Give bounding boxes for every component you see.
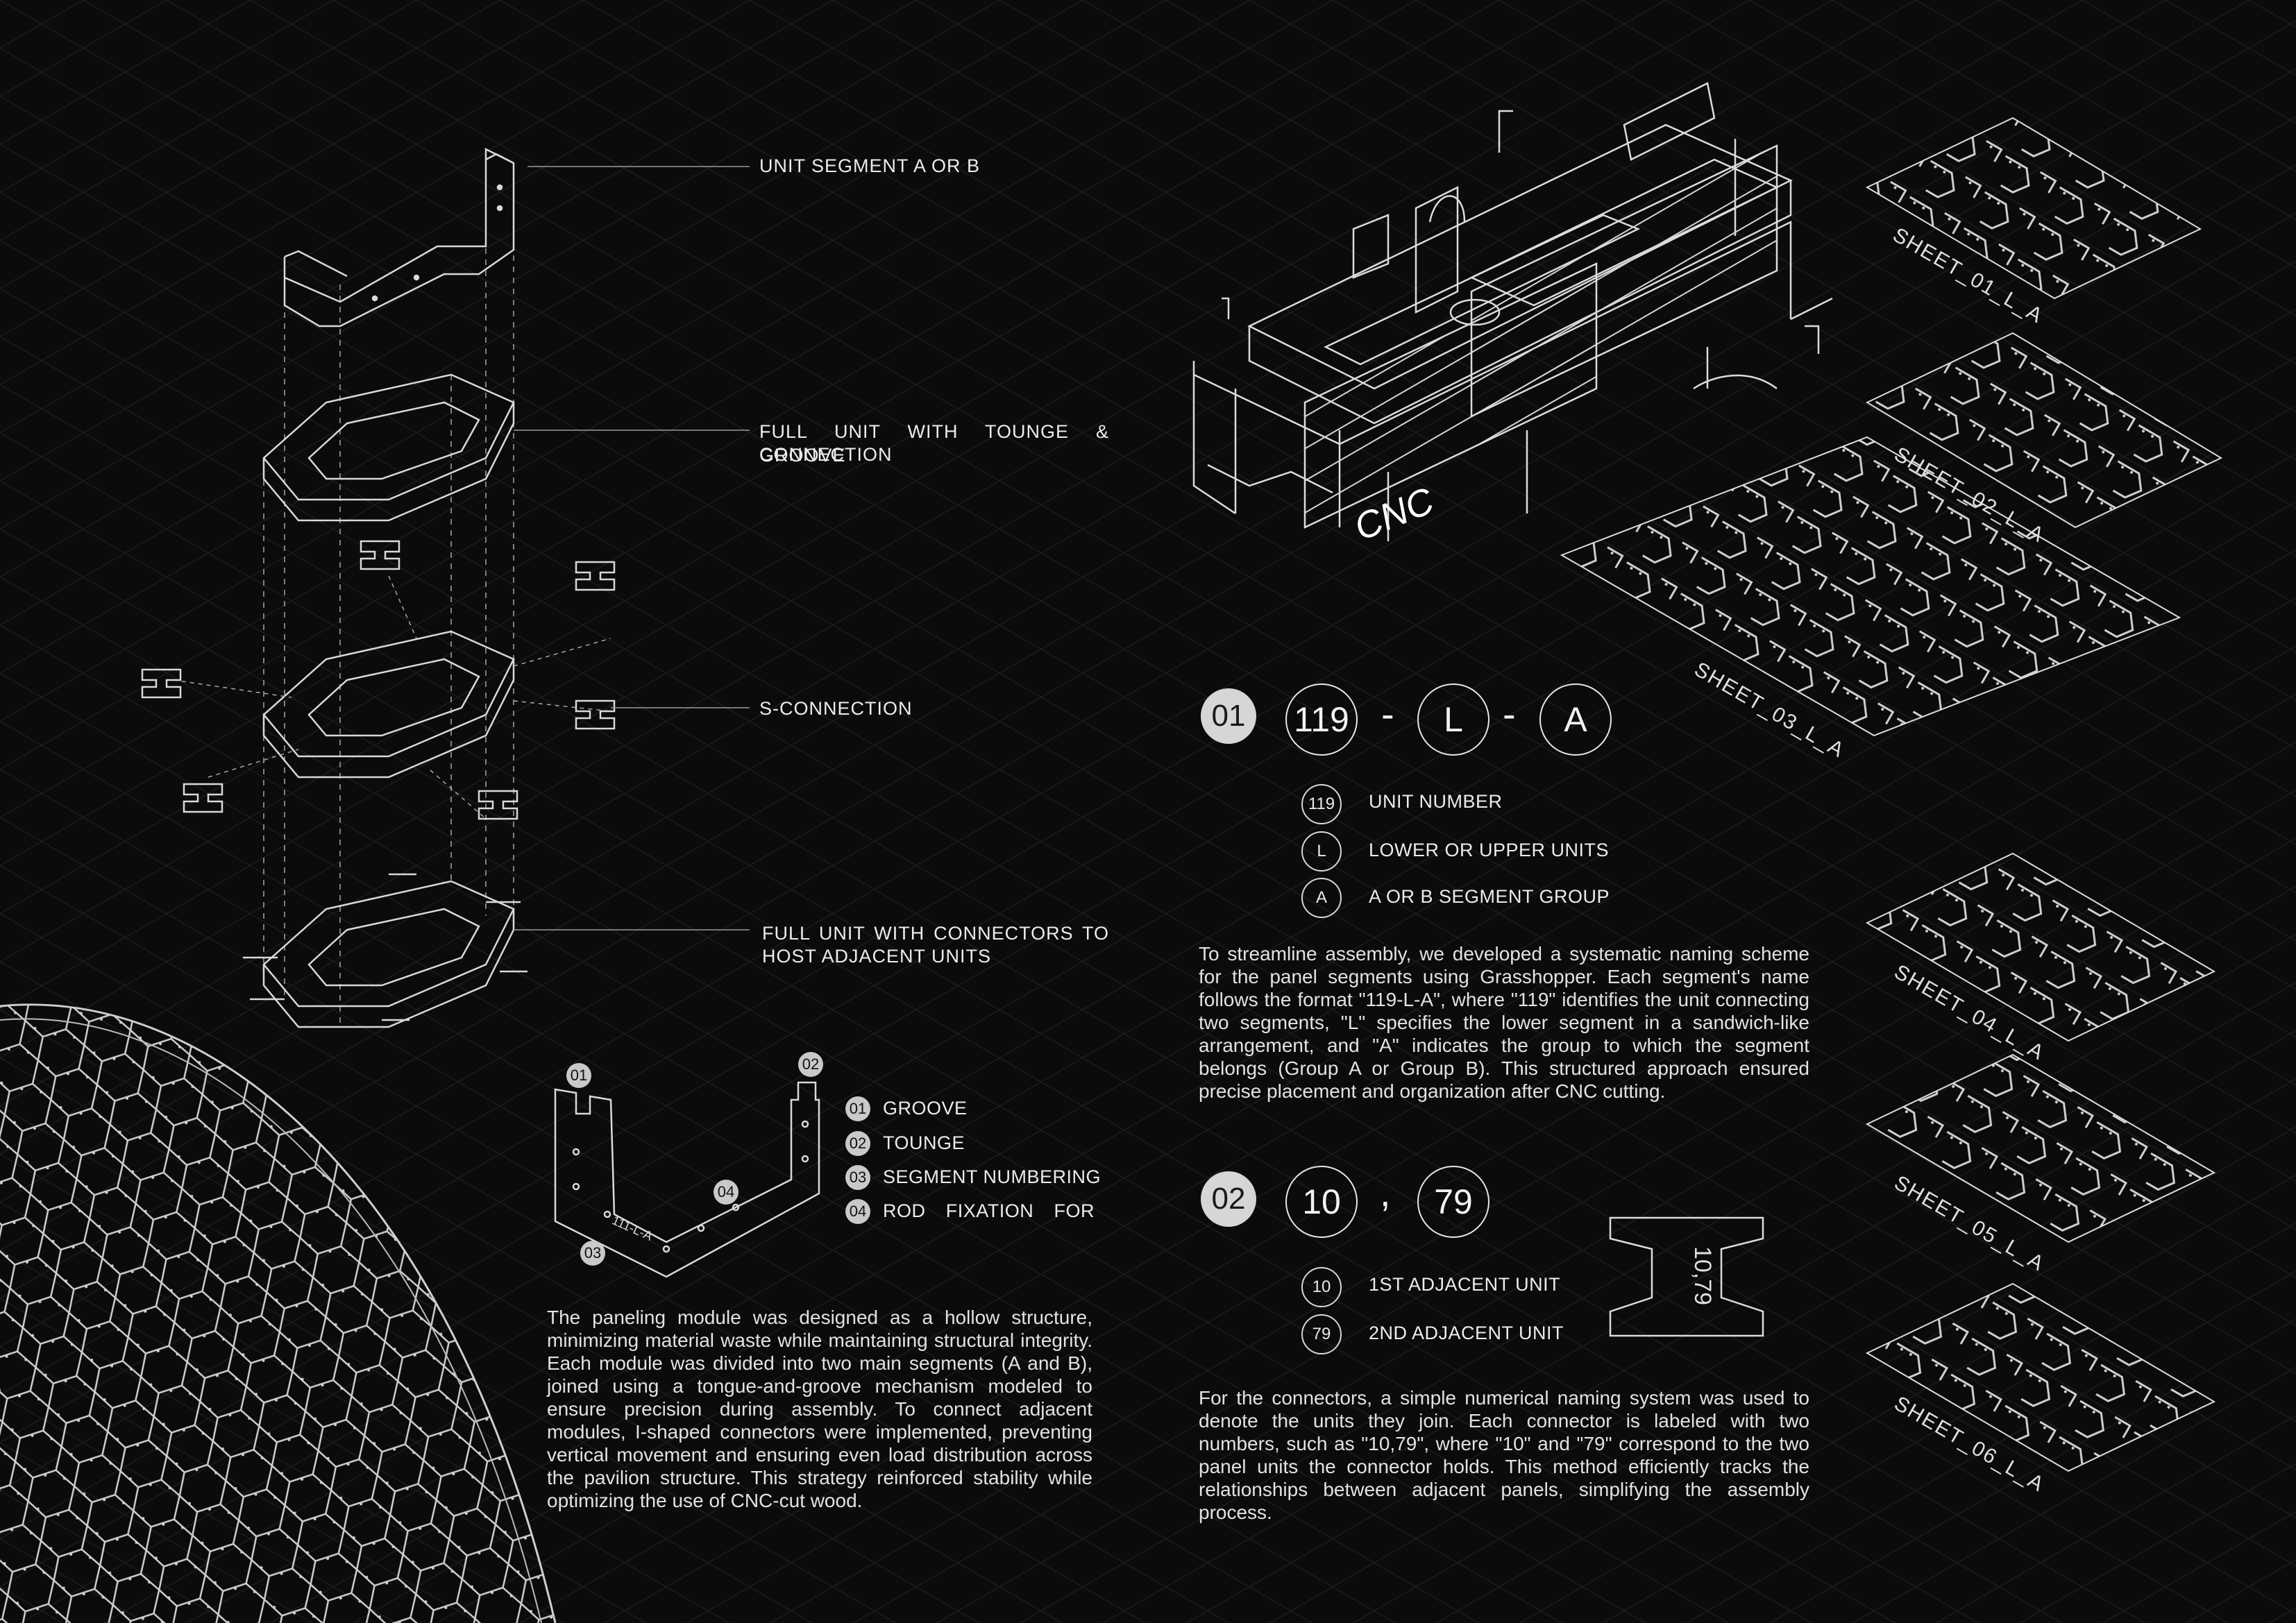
connector-label: 10,79 bbox=[1689, 1246, 1716, 1306]
step-badge-02: 02 bbox=[1201, 1171, 1256, 1227]
part-first-unit: 10 bbox=[1285, 1166, 1358, 1238]
callout-full-unit-connectors-line2: HOST ADJACENT UNITS bbox=[762, 946, 992, 967]
part-segment-group: A bbox=[1539, 683, 1612, 756]
cnc-sheets bbox=[1560, 117, 2223, 1472]
callout-unit-segment: UNIT SEGMENT A OR B bbox=[759, 155, 981, 176]
legend-first-adjacent: 1ST ADJACENT UNIT bbox=[1369, 1274, 1561, 1295]
naming-02-paragraph: For the connectors, a simple numerical n… bbox=[1199, 1387, 1809, 1523]
callout-s-connection: S-CONNECTION bbox=[759, 698, 913, 719]
legend-sym-79: 79 bbox=[1301, 1314, 1342, 1354]
callout-full-unit-connectors-line1: FULL UNIT WITH CONNECTORS TO bbox=[762, 923, 1109, 944]
legend-label-tongue: TOUNGE bbox=[883, 1132, 965, 1153]
legend-unit-number: UNIT NUMBER bbox=[1369, 791, 1503, 812]
legend-segment-group: A OR B SEGMENT GROUP bbox=[1369, 886, 1610, 907]
detail-badge-03: 03 bbox=[580, 1241, 605, 1266]
legend-label-groove: GROOVE bbox=[883, 1098, 968, 1119]
detail-badge-01: 01 bbox=[566, 1063, 591, 1088]
paneling-paragraph: The paneling module was designed as a ho… bbox=[547, 1307, 1092, 1511]
cnc-machine-drawing bbox=[1192, 82, 1833, 541]
legend-badge-02: 02 bbox=[845, 1131, 870, 1156]
legend-label-rod-fixation: ROD FIXATION FOR bbox=[883, 1200, 1095, 1221]
part-unit-number: 119 bbox=[1285, 683, 1358, 756]
legend-lower-upper: LOWER OR UPPER UNITS bbox=[1369, 840, 1610, 860]
legend-badge-03: 03 bbox=[845, 1165, 870, 1190]
part-second-unit: 79 bbox=[1417, 1166, 1489, 1238]
callout-full-unit-tongue-line1: FULL UNIT WITH TOUNGE & GROOVE bbox=[759, 421, 1109, 466]
legend-sym-a: A bbox=[1301, 878, 1342, 918]
legend-second-adjacent: 2ND ADJACENT UNIT bbox=[1369, 1323, 1564, 1343]
legend-sym-119: 119 bbox=[1301, 784, 1342, 824]
separator-1: - bbox=[1381, 692, 1394, 736]
segment-detail-drawing bbox=[554, 1081, 820, 1278]
exploded-unit-stack bbox=[141, 147, 750, 1028]
connector-drawing bbox=[1609, 1216, 1764, 1337]
separator-comma: , bbox=[1380, 1171, 1391, 1214]
legend-badge-01: 01 bbox=[845, 1096, 870, 1121]
detail-badge-02: 02 bbox=[798, 1052, 823, 1077]
separator-2: - bbox=[1503, 692, 1516, 736]
legend-badge-04: 04 bbox=[845, 1199, 870, 1224]
legend-sym-l: L bbox=[1301, 831, 1342, 872]
step-badge-01: 01 bbox=[1201, 688, 1256, 744]
part-lower-upper: L bbox=[1417, 683, 1489, 756]
naming-01-paragraph: To streamline assembly, we developed a s… bbox=[1199, 943, 1809, 1102]
detail-badge-04: 04 bbox=[714, 1180, 738, 1205]
legend-sym-10: 10 bbox=[1301, 1267, 1342, 1307]
legend-label-segment-numbering: SEGMENT NUMBERING bbox=[883, 1166, 1101, 1187]
callout-full-unit-tongue-line2: CONNECTION bbox=[759, 444, 893, 465]
